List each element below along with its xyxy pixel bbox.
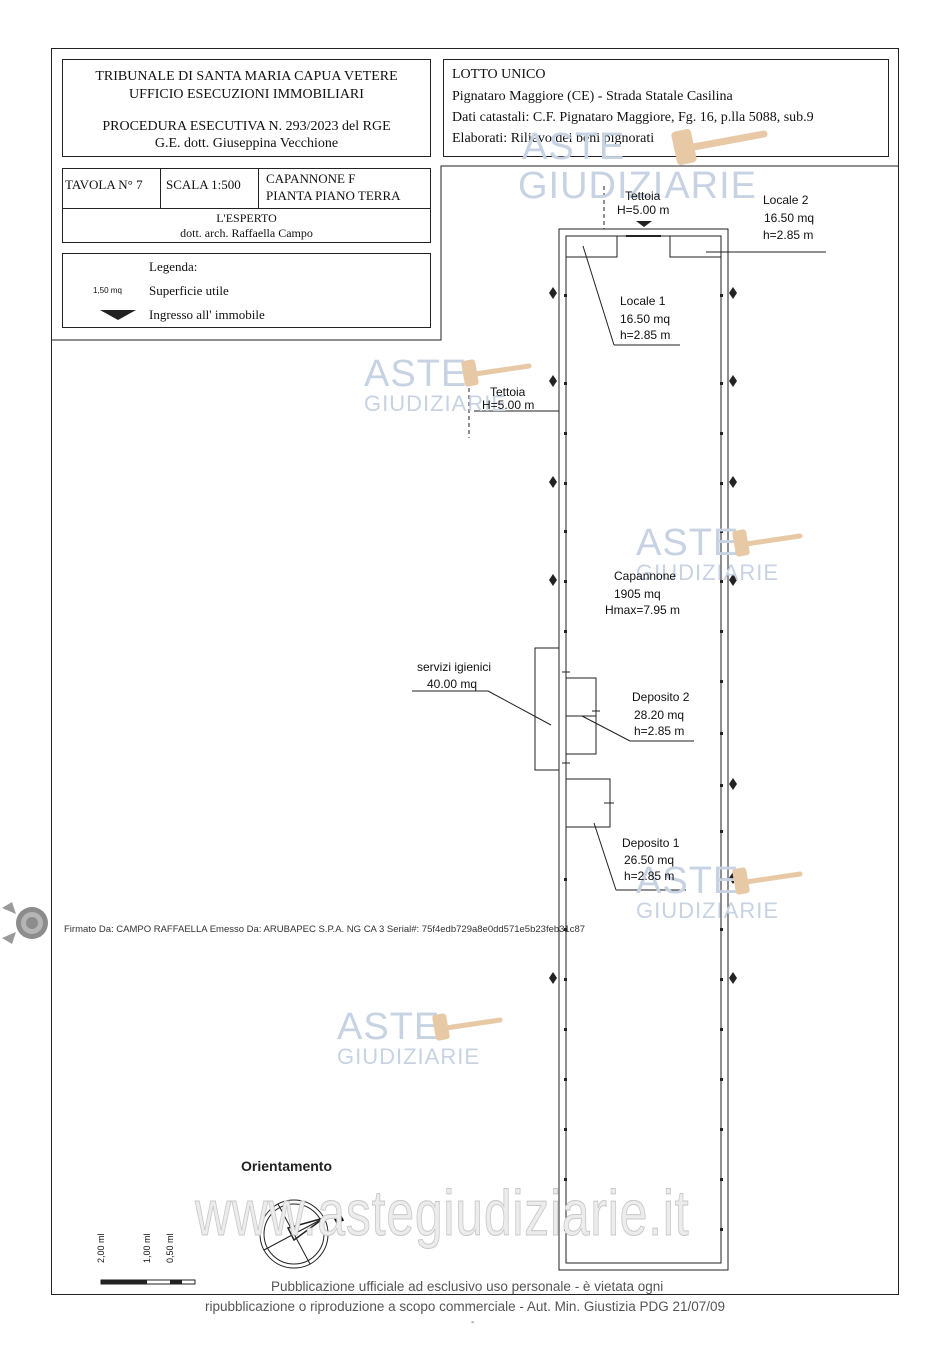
legend-box: Legenda: 1,50 mq Superficie utile Ingres… — [62, 253, 431, 328]
footer-mark: - — [471, 1317, 475, 1328]
procedure-number: PROCEDURA ESECUTIVA N. 293/2023 del RGE — [102, 119, 391, 134]
tettoia-top-name: Tettoia — [625, 189, 661, 203]
tettoia-side-name: Tettoia — [490, 385, 526, 399]
building-name: CAPANNONE F — [266, 171, 356, 186]
footer-line-1: Pubblicazione ufficiale ad esclusivo uso… — [271, 1279, 664, 1294]
tettoia-top-height: H=5.00 m — [617, 203, 670, 217]
drawing-info-table: TAVOLA N° 7 SCALA 1:500 CAPANNONE F PIAN… — [62, 168, 431, 243]
judge-name: G.E. dott. Giuseppina Vecchione — [154, 136, 339, 151]
watermark-logo-5: ASTE GIUDIZIARIE — [337, 1006, 481, 1069]
sheet-frame — [51, 48, 899, 1295]
drawing-scale: SCALA 1:500 — [166, 177, 241, 192]
works-description: Elaborati: Rilievo dei beni pignorati — [452, 131, 655, 146]
expert-name: dott. arch. Raffaella Campo — [180, 226, 313, 240]
seal-icon — [2, 902, 48, 944]
capannone-height: Hmax=7.95 m — [605, 603, 681, 617]
lot-title: LOTTO UNICO — [452, 67, 546, 82]
gavel-icon — [461, 359, 532, 387]
scale-bar — [100, 1279, 196, 1285]
locale2-name: Locale 2 — [763, 193, 809, 207]
locale2-area: 16.50 mq — [764, 211, 815, 225]
plan-name: PIANTA PIANO TERRA — [266, 188, 401, 203]
deposito1-name: Deposito 1 — [622, 836, 680, 850]
deposito2-area: 28.20 mq — [634, 708, 685, 722]
capannone-area: 1905 mq — [614, 587, 661, 601]
tavola-number: TAVOLA N° 7 — [65, 177, 143, 192]
tettoia-side-height: H=5.00 m — [482, 398, 535, 412]
deposito1-area: 26.50 mq — [624, 853, 675, 867]
legend-area-sample: 1,50 mq — [93, 286, 122, 295]
watermark-logo-3: ASTE GIUDIZIARIE — [636, 522, 780, 585]
watermark-logo-4: ASTE GIUDIZIARIE — [636, 860, 780, 923]
locale1-name: Locale 1 — [620, 294, 666, 308]
legend-title: Legenda: — [149, 259, 198, 274]
court-name: TRIBUNALE DI SANTA MARIA CAPUA VETERE — [95, 69, 398, 84]
gavel-icon — [432, 1013, 503, 1041]
office-name: UFFICIO ESECUZIONI IMMOBILIARI — [129, 87, 364, 102]
north-compass-icon — [259, 1199, 329, 1269]
gavel-icon — [671, 129, 768, 165]
site-watermark: www.astegiudiziarie.it — [195, 1177, 690, 1249]
servizi-area: 40.00 mq — [427, 677, 478, 691]
servizi-name: servizi igienici — [417, 660, 492, 674]
digital-signature: Firmato Da: CAMPO RAFFAELLA Emesso Da: A… — [64, 924, 586, 935]
header-left-box: TRIBUNALE DI SANTA MARIA CAPUA VETERE UF… — [62, 59, 431, 157]
watermark-logo-1: ASTE GIUDIZIARIE — [518, 126, 758, 207]
entrance-arrow-icon — [100, 310, 136, 320]
legend-entrance-label: Ingresso all' immobile — [149, 307, 265, 322]
legend-area-label: Superficie utile — [149, 283, 229, 298]
capannone-name: Capannone — [614, 569, 677, 583]
scale-label-1m: 1,00 ml — [142, 1233, 152, 1263]
locale1-height: h=2.85 m — [620, 328, 671, 342]
scale-label-05m: 0,50 ml — [165, 1233, 175, 1263]
cadastral-data: Dati catastali: C.F. Pignataro Maggiore,… — [452, 110, 814, 125]
header-right-box: LOTTO UNICO Pignataro Maggiore (CE) - St… — [443, 59, 889, 157]
locale2-height: h=2.85 m — [763, 228, 814, 242]
footer-line-2: ripubblicazione o riproduzione a scopo c… — [205, 1299, 726, 1314]
expert-role: L'ESPERTO — [216, 211, 277, 225]
deposito2-name: Deposito 2 — [632, 690, 690, 704]
deposito2-height: h=2.85 m — [634, 724, 685, 738]
locale1-area: 16.50 mq — [620, 312, 671, 326]
scale-label-2m: 2,00 ml — [96, 1233, 106, 1263]
deposito1-height: h=2.85 m — [624, 869, 675, 883]
watermark-logo-2: ASTE GIUDIZIARIE — [364, 353, 508, 416]
gavel-icon — [732, 529, 803, 557]
gavel-icon — [732, 867, 803, 895]
orientation-title: Orientamento — [241, 1158, 333, 1174]
property-address: Pignataro Maggiore (CE) - Strada Statale… — [452, 89, 733, 104]
